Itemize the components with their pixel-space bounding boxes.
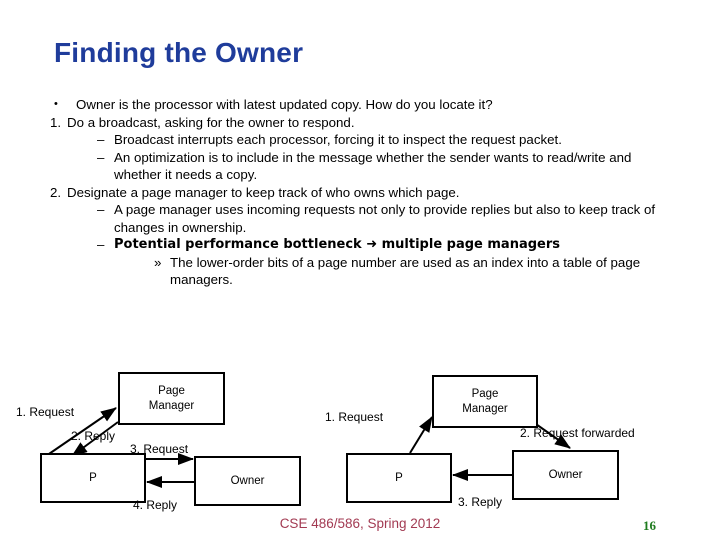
bullet-marker: 1. [50, 114, 62, 130]
diagram-right-arrows [409, 416, 571, 481]
box-label: Owner [548, 468, 583, 481]
diagram-page-manager-reply: Page Manager P Owner 1. Request 2. Reply… [0, 360, 330, 520]
list-item: 2. Designate a page manager to keep trac… [50, 184, 680, 202]
arrow-label-step3: 3. Reply [458, 495, 503, 509]
arrow-label-step3: 3. Request [130, 442, 189, 456]
box-owner: Owner [194, 456, 301, 506]
box-processor: P [40, 453, 146, 503]
box-owner: Owner [512, 450, 619, 500]
list-item-text: Broadcast interrupts each processor, for… [114, 132, 562, 147]
box-page-manager: Page Manager [118, 372, 225, 425]
box-label-line1: Page [158, 384, 185, 397]
box-label: Owner [230, 474, 265, 487]
bullet-marker: – [97, 149, 105, 165]
bullet-list: • Owner is the processor with latest upd… [50, 96, 680, 289]
list-item: – Broadcast interrupts each processor, f… [97, 131, 680, 149]
bullet-marker: • [54, 98, 58, 110]
bullet-marker: – [97, 132, 105, 147]
box-label-line2: Manager [462, 402, 508, 415]
list-item-text: Designate a page manager to keep track o… [67, 184, 460, 200]
list-item-text: Owner is the processor with latest updat… [76, 97, 493, 112]
arrow-label-step4: 4. Reply [133, 498, 178, 512]
list-item-text: Potential performance bottleneck ➜ multi… [114, 237, 561, 252]
list-item-text: An optimization is to include in the mes… [114, 149, 632, 183]
footer-course-label: CSE 486/586, Spring 2012 [279, 516, 441, 531]
list-item-text: A page manager uses incoming requests no… [114, 202, 656, 235]
box-processor: P [346, 453, 452, 503]
box-label-line2: Manager [148, 399, 195, 412]
page-number: 16 [643, 518, 656, 533]
box-label-line1: Page [471, 387, 499, 400]
diagram-page-manager-forward: Page Manager P Owner 1. Request 2. Reque… [320, 360, 720, 520]
arrow-label-step1: 1. Request [16, 405, 75, 419]
list-item-text: The lower-order bits of a page number ar… [170, 254, 641, 288]
arrow-label-step2: 2. Request forwarded [520, 426, 635, 440]
bullet-marker: » [154, 254, 162, 270]
arrow-label-step1: 1. Request [325, 410, 384, 424]
box-label: P [89, 471, 97, 484]
box-page-manager: Page Manager [432, 375, 538, 428]
list-item: • Owner is the processor with latest upd… [50, 96, 680, 114]
arrow-label-step2: 2. Reply [71, 429, 116, 443]
list-item: – An optimization is to include in the m… [97, 149, 680, 184]
bullet-marker: – [97, 202, 105, 217]
list-item: 1. Do a broadcast, asking for the owner … [50, 114, 680, 132]
bullet-marker: – [97, 237, 105, 252]
list-item: » The lower-order bits of a page number … [154, 254, 680, 289]
box-label: P [395, 471, 403, 484]
list-item: – Potential performance bottleneck ➜ mul… [97, 236, 680, 254]
bullet-marker: 2. [50, 184, 62, 200]
page-title: Finding the Owner [54, 37, 304, 68]
list-item: – A page manager uses incoming requests … [97, 201, 680, 236]
diagram-left-arrows [45, 407, 195, 488]
list-item-text: Do a broadcast, asking for the owner to … [67, 114, 355, 130]
